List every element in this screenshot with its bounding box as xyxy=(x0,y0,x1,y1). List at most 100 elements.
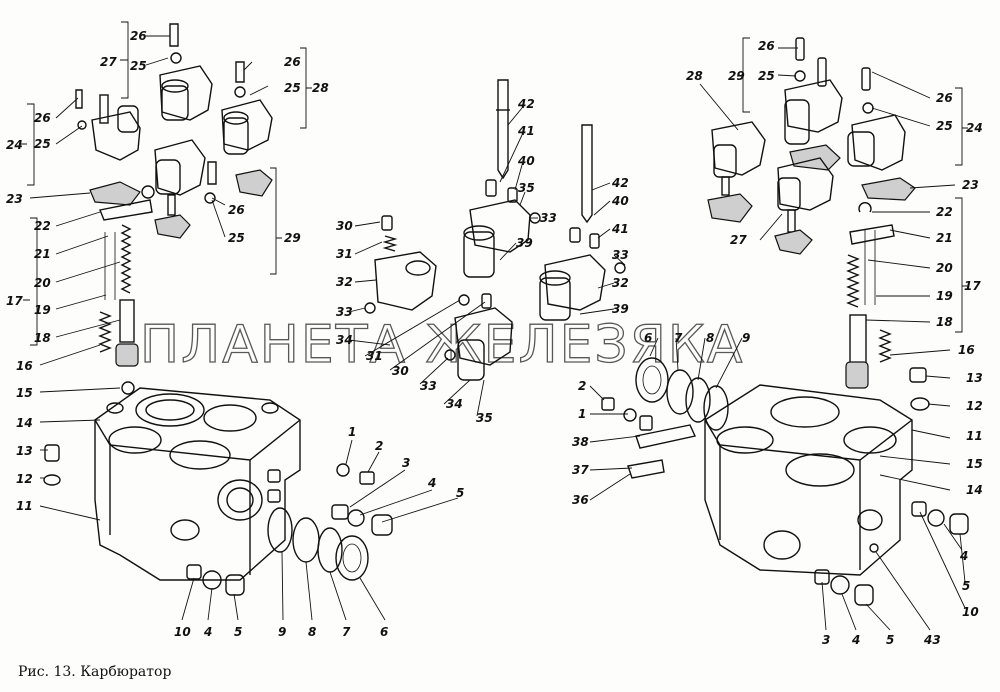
callout: 29 xyxy=(728,69,745,83)
callout: 7 xyxy=(674,331,683,345)
callout: 41 xyxy=(517,124,535,138)
callout: 3 xyxy=(402,456,410,470)
callout: 26 xyxy=(34,111,51,125)
callout: 34 xyxy=(336,333,353,347)
callout: 12 xyxy=(966,399,983,413)
callout: 23 xyxy=(6,192,23,206)
callout: 26 xyxy=(936,91,953,105)
right-accelerator-pump-assembly xyxy=(845,67,916,389)
callout: 23 xyxy=(962,178,979,192)
callout: 5 xyxy=(234,625,242,639)
callout: 6 xyxy=(380,625,388,639)
callout: 15 xyxy=(966,457,983,471)
callout: 26 xyxy=(228,203,245,217)
callout: 16 xyxy=(958,343,975,357)
left-carburetor-body xyxy=(94,387,301,581)
callout: 21 xyxy=(936,231,953,245)
callout: 4 xyxy=(959,549,968,563)
callout: 19 xyxy=(936,289,953,303)
callout: 29 xyxy=(284,231,301,245)
callout: 15 xyxy=(16,386,33,400)
callout: 26 xyxy=(284,55,301,69)
callout: 14 xyxy=(966,483,983,497)
callout: 37 xyxy=(572,463,589,477)
callout: 42 xyxy=(611,176,629,190)
callout: 4 xyxy=(851,633,860,647)
left-accelerator-pump-assembly xyxy=(75,89,155,367)
callout: 7 xyxy=(342,625,351,639)
callout: 33 xyxy=(612,248,629,262)
callout: 2 xyxy=(375,439,383,453)
callout: 27 xyxy=(100,55,117,69)
callout: 1 xyxy=(348,425,356,439)
callout: 33 xyxy=(540,211,557,225)
callout: 13 xyxy=(966,371,983,385)
callout: 38 xyxy=(572,435,589,449)
right-upper-housings xyxy=(707,37,843,255)
callout: 1 xyxy=(578,407,586,421)
callout: 5 xyxy=(456,486,464,500)
callout: 4 xyxy=(203,625,212,639)
callout: 13 xyxy=(16,444,33,458)
callout: 26 xyxy=(130,29,147,43)
callout: 10 xyxy=(174,625,191,639)
callout: 14 xyxy=(16,416,33,430)
callout: 28 xyxy=(686,69,703,83)
left-upper-housings xyxy=(154,23,273,239)
callout: 22 xyxy=(936,205,953,219)
callout: 40 xyxy=(517,154,535,168)
callout: 28 xyxy=(312,81,329,95)
callout: 3 xyxy=(822,633,830,647)
callout: 5 xyxy=(886,633,894,647)
figure-caption: Рис. 13. Карбюратор xyxy=(18,664,172,680)
callout: 25 xyxy=(130,59,147,73)
callout: 36 xyxy=(572,493,589,507)
callout: 43 xyxy=(923,633,941,647)
callout: 30 xyxy=(336,219,353,233)
watermark-text: ПЛАНЕТА ЖЕЛЕЗЯКА xyxy=(140,315,744,375)
center-float-chamber-parts xyxy=(364,79,626,381)
right-side-fittings xyxy=(601,357,969,606)
callout: 25 xyxy=(228,231,245,245)
callout: 8 xyxy=(706,331,714,345)
callout: 40 xyxy=(611,194,629,208)
callout: 17 xyxy=(964,279,981,293)
callout: 32 xyxy=(612,276,629,290)
callouts-center: 42 41 40 35 33 30 31 32 39 33 34 31 30 3… xyxy=(336,97,629,425)
callout: 21 xyxy=(34,247,51,261)
callout: 2 xyxy=(578,379,586,393)
callout: 10 xyxy=(962,605,979,619)
callout: 31 xyxy=(336,247,353,261)
callout: 11 xyxy=(966,429,983,443)
callouts-left: 26 27 25 26 25 28 24 26 25 23 22 26 25 2… xyxy=(6,29,464,639)
callout: 33 xyxy=(336,305,353,319)
callout: 17 xyxy=(6,294,23,308)
callout: 33 xyxy=(420,379,437,393)
callout: 31 xyxy=(366,349,383,363)
callout: 35 xyxy=(518,181,535,195)
callout: 27 xyxy=(730,233,747,247)
callout: 22 xyxy=(34,219,51,233)
callout: 9 xyxy=(278,625,286,639)
callout: 4 xyxy=(427,476,436,490)
callout: 39 xyxy=(612,302,629,316)
callout: 6 xyxy=(644,331,652,345)
callout: 25 xyxy=(936,119,953,133)
leader-lines xyxy=(20,21,968,631)
callout: 24 xyxy=(6,138,23,152)
callout: 20 xyxy=(936,261,953,275)
right-carburetor-body xyxy=(704,384,913,576)
callout: 26 xyxy=(758,39,775,53)
callout: 32 xyxy=(336,275,353,289)
callout: 11 xyxy=(16,499,33,513)
callout: 16 xyxy=(16,359,33,373)
callout: 8 xyxy=(308,625,316,639)
callout: 41 xyxy=(611,222,629,236)
callout: 18 xyxy=(936,315,953,329)
callout: 24 xyxy=(966,121,983,135)
callout: 30 xyxy=(392,364,409,378)
callout: 25 xyxy=(284,81,301,95)
callouts-right: 26 29 25 28 26 25 24 27 23 22 21 20 19 1… xyxy=(572,39,983,647)
callout: 12 xyxy=(16,472,33,486)
